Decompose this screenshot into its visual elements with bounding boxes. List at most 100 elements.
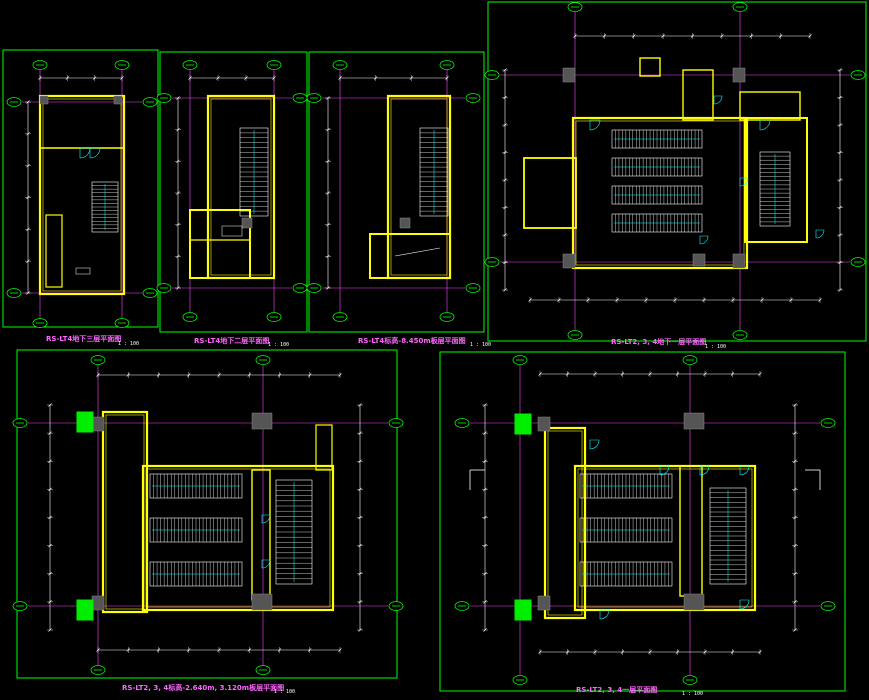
axis-bubble [6,97,22,107]
axis-bubble [156,283,172,293]
stair-flight [149,517,243,543]
column [562,67,576,83]
axis-bubble [439,312,455,322]
sheet-title-text: RS-LT2, 3, 4地下一层平面图 [611,337,706,346]
stair-flight [611,185,703,205]
axis-bubble [114,60,130,70]
door-swing [89,147,101,159]
axis-bubble [156,93,172,103]
axis-bubble [465,283,481,293]
door-swing [599,609,610,620]
axis-bubble [332,312,348,322]
door-swing [739,465,750,476]
door-swing [659,465,670,476]
axis-bubble [567,330,583,340]
axis-bubble [388,418,404,428]
axis-bubble [6,288,22,298]
plan-b3 [6,60,158,328]
wall [679,465,703,597]
plan-slab [306,60,481,322]
sheet-title-mid: RS-LT2, 3, 4标高-2.640m, 3.120m板层平面图 1 : 1… [122,683,295,695]
axis-bubble [732,330,748,340]
column [251,593,273,611]
sheet-title-slab: RS-LT4标高-8.450m板层平面图 1 : 100 [358,336,491,348]
sheet-title-text: RS-LT4地下三层平面图 [46,334,121,343]
column [732,253,746,269]
wall [543,426,587,620]
axis-bubble [114,318,130,328]
axis-bubble [454,418,470,428]
column [562,253,576,269]
axis-bubble [32,318,48,328]
door-swing [759,119,771,131]
stair-flight [709,487,747,585]
axis-bubble [820,418,836,428]
wall [639,57,661,77]
floor-plans [6,2,866,685]
door-swing [589,439,600,450]
axis-bubble [255,355,271,365]
sheet-title-b2: RS-LT4地下二层平面图 1 : 100 [194,336,289,348]
wall [206,94,276,280]
column [251,412,273,430]
door-swing [261,559,271,569]
sheet-scale-text: 1 : 100 [682,691,703,697]
sheet-scale-text: 1 : 100 [470,342,491,348]
wall [739,91,801,121]
wall-inner-line [577,468,753,608]
axis-bubble [332,60,348,70]
axis-bubble [182,312,198,322]
sheet-title-b3: RS-LT4地下三层平面图 1 : 100 [46,334,139,347]
plan-l1 [454,355,836,685]
axis-bubble [12,601,28,611]
column [692,253,706,267]
stair-flight [419,127,449,217]
axis-bubble [142,288,158,298]
sheet-scale-text: 1 : 100 [118,341,139,347]
sheet-frame-b1 [487,1,867,342]
column [537,595,551,611]
column [91,595,105,611]
sheet-title-text: RS-LT2, 3, 4标高-2.640m, 3.120m板层平面图 [122,683,284,692]
green-column [514,413,532,435]
axis-bubble [682,675,698,685]
door-swing [79,147,91,159]
wall [141,464,335,612]
sheet-frame-b2 [159,51,308,333]
label-box [221,225,243,237]
stair-flight [611,157,703,177]
wall [386,94,452,280]
axis-bubble [820,601,836,611]
door-swing [699,235,709,245]
label-box [75,267,91,275]
door-swing [699,465,710,476]
sheet-title-text: RS-LT4标高-8.450m板层平面图 [358,336,466,345]
axis-bubble [306,283,322,293]
axis-bubble [850,257,866,267]
column [683,412,705,430]
stair-flight [579,517,673,543]
axis-bubble [732,2,748,12]
wall-inner-line [210,98,272,276]
door-swing [739,177,749,187]
door-swing [815,229,825,239]
axis-bubble [90,355,106,365]
axis-bubble [90,665,106,675]
sheet-scale-text: 1 : 100 [705,344,726,350]
wall [315,424,333,471]
column [91,416,105,432]
sheet-frame-slab [308,51,485,333]
door-swing [739,599,750,610]
stair-flight [611,213,703,233]
plan-mid [12,355,404,675]
sheet-title-text: RS-LT2, 3, 4一层平面图 [576,685,657,694]
axis-bubble [182,60,198,70]
green-column [76,411,94,433]
door-swing [261,514,271,524]
green-column [76,599,94,621]
column [732,67,746,83]
axis-bubble [292,93,308,103]
axis-bubble [292,283,308,293]
axis-bubble [439,60,455,70]
